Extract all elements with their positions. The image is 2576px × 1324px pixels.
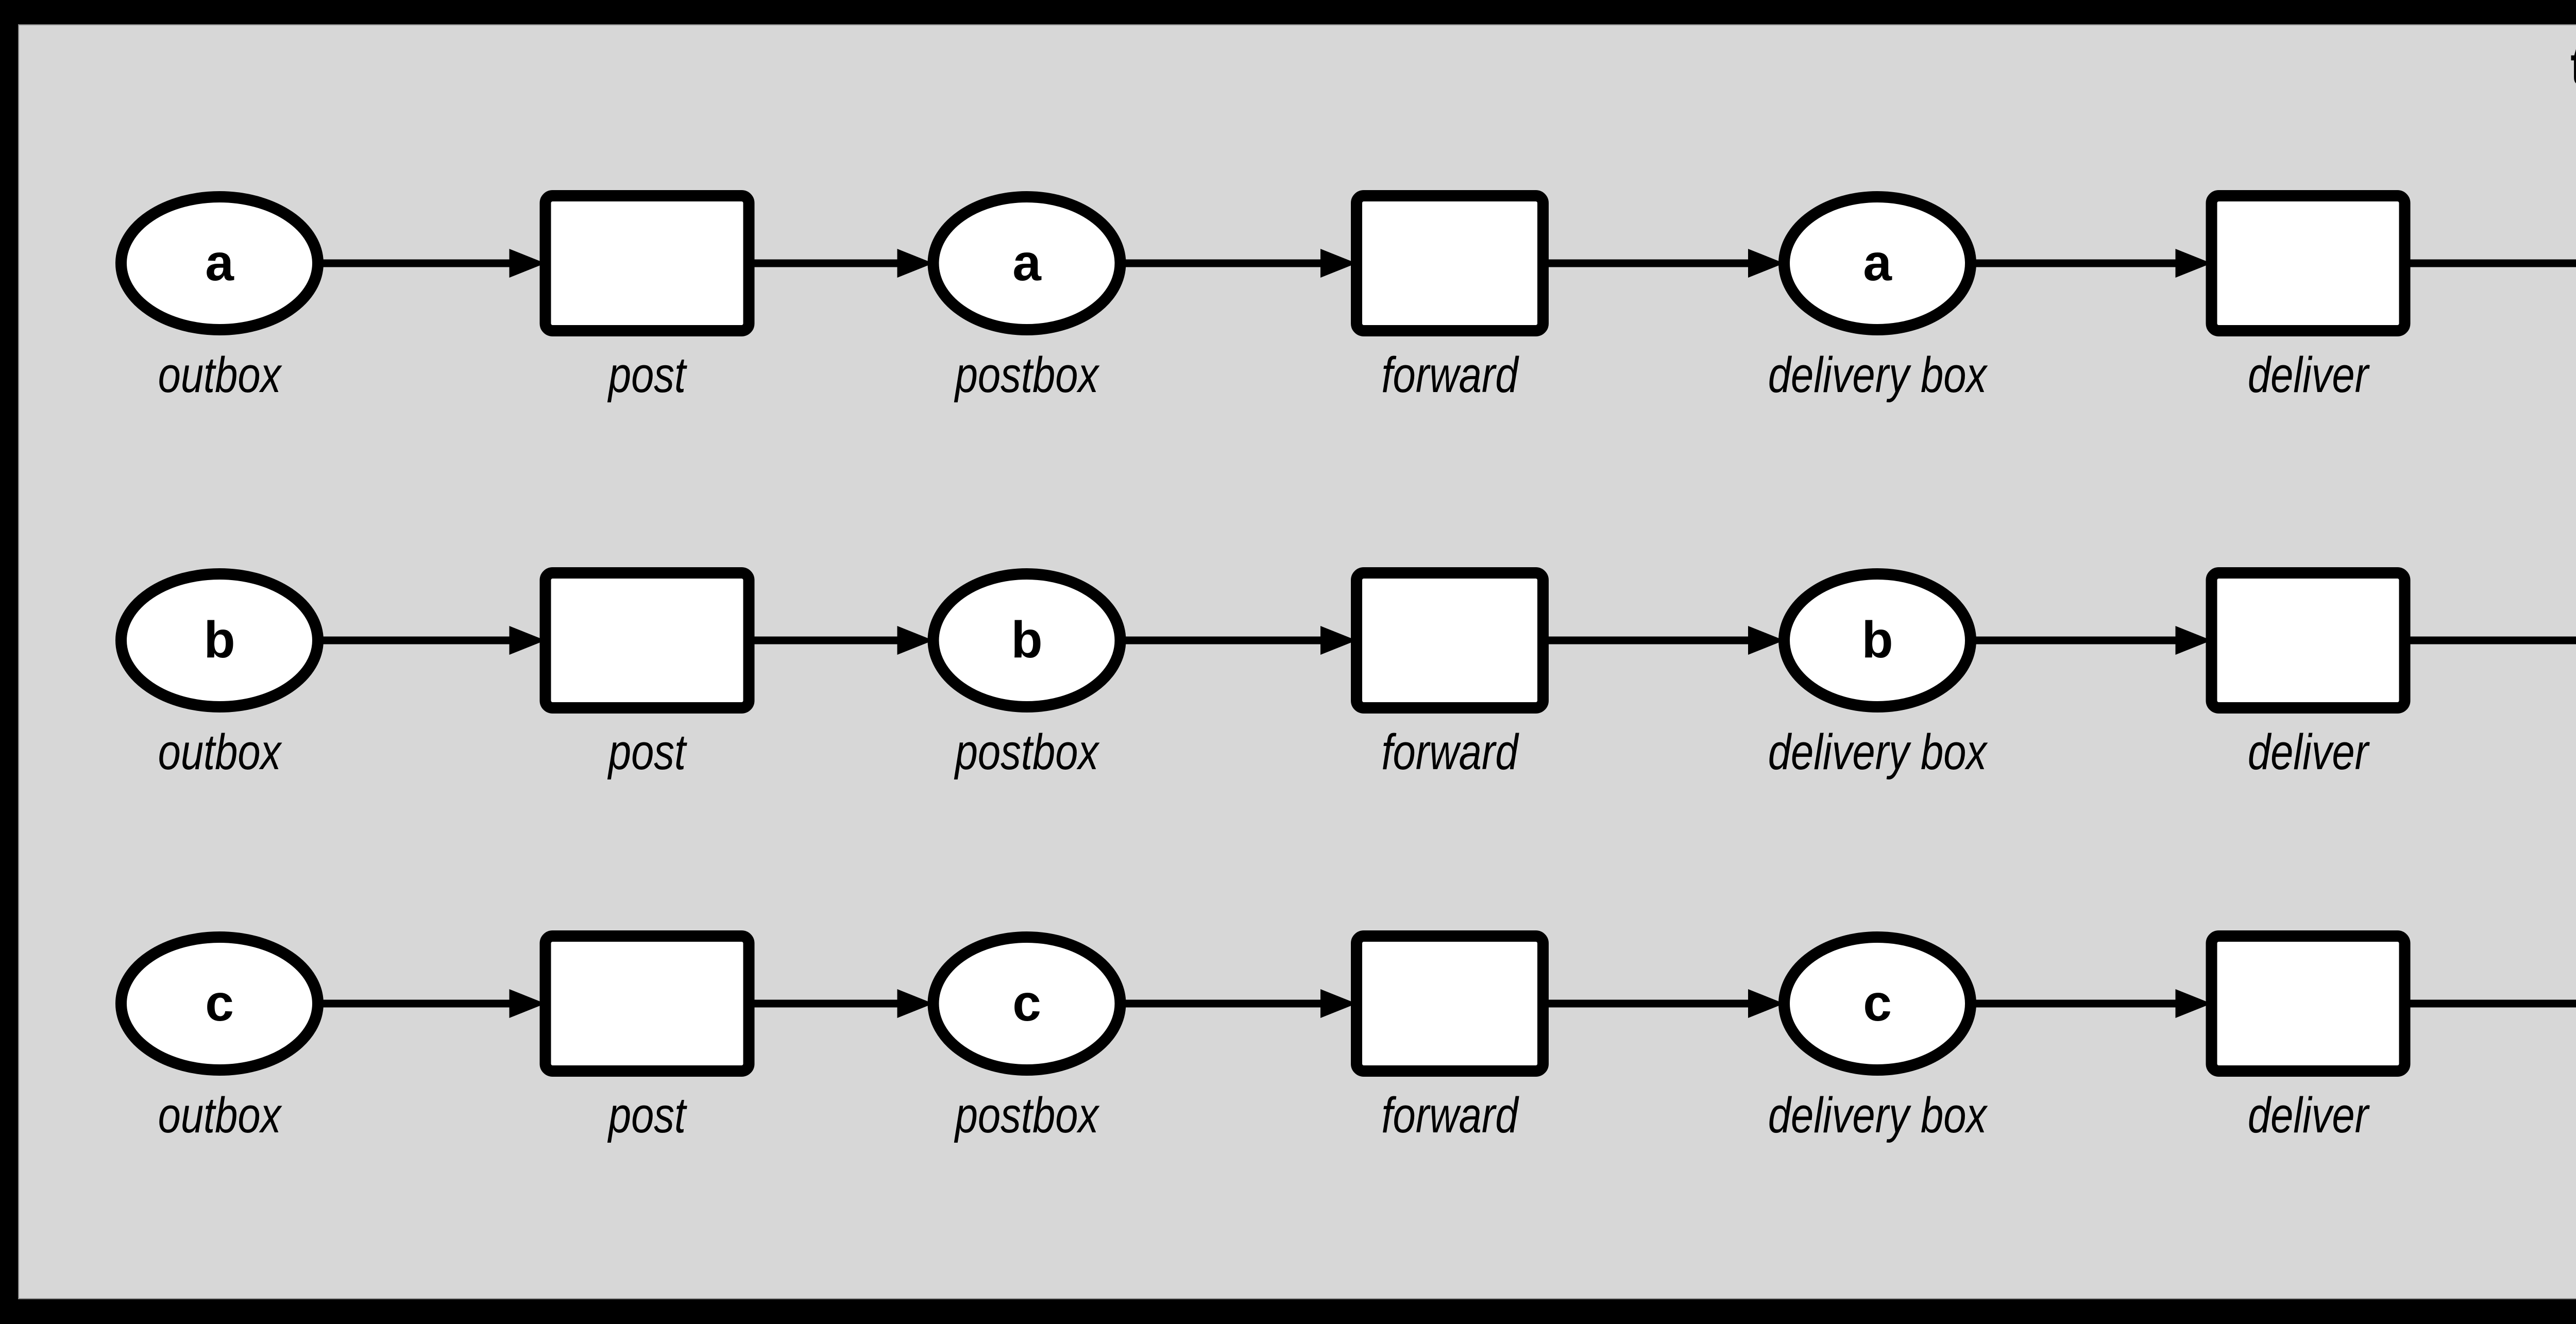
place-name-label: postbox xyxy=(954,347,1100,403)
arrow-head-icon xyxy=(1748,989,1784,1018)
arrow xyxy=(2404,636,2576,644)
arrow xyxy=(749,626,934,655)
run-row-c: c outbox post c postbox forward c delivery box d… xyxy=(115,930,2576,1143)
place-name-label: outbox xyxy=(158,724,283,780)
place-name-label: delivery box xyxy=(1768,724,1988,780)
arrow xyxy=(1120,626,1357,655)
arrow xyxy=(1120,989,1357,1018)
arrow xyxy=(749,989,934,1018)
transition-node-forward xyxy=(1351,190,1549,336)
arrow xyxy=(1971,249,2212,278)
token-label: a xyxy=(1863,234,1892,292)
arrow xyxy=(2404,999,2576,1008)
arrow-head-icon xyxy=(509,249,546,278)
transition-node-forward xyxy=(1351,567,1549,714)
token-label: b xyxy=(1861,611,1893,669)
transition-node-forward xyxy=(1351,930,1549,1077)
token-label: b xyxy=(1011,611,1042,669)
transition-name-label: deliver xyxy=(2248,347,2370,403)
token-label: a xyxy=(1012,234,1042,292)
transition-node-post xyxy=(539,567,755,714)
diagram-panel xyxy=(18,24,2576,1299)
arrow xyxy=(1971,626,2212,655)
transition-name-label: forward xyxy=(1381,1087,1519,1143)
place-name-label: outbox xyxy=(158,347,283,403)
arrow-head-icon xyxy=(2175,989,2212,1018)
transition-node-deliver xyxy=(2206,190,2411,336)
arrow-head-icon xyxy=(2175,626,2212,655)
arrow-head-icon xyxy=(1320,249,1357,278)
place-name-label: postbox xyxy=(954,724,1100,780)
token-label: b xyxy=(204,611,235,669)
arrow xyxy=(318,989,546,1018)
token-label: c xyxy=(1012,974,1041,1032)
token-label: c xyxy=(205,974,234,1032)
arrow xyxy=(2404,259,2576,267)
arrow xyxy=(1543,249,1784,278)
arrow-head-icon xyxy=(1320,989,1357,1018)
transition-name-label: deliver xyxy=(2248,724,2370,780)
arrow xyxy=(1543,989,1784,1018)
arrow-head-icon xyxy=(1748,249,1784,278)
transition-name-label: deliver xyxy=(2248,1087,2370,1143)
run-row-a: a outbox post a postbox forward a delivery box d… xyxy=(115,190,2576,403)
arrow xyxy=(1971,989,2212,1018)
transition-name-label: post xyxy=(607,1087,687,1143)
place-name-label: postbox xyxy=(954,1087,1100,1143)
diagram-title: the run of S0 xyxy=(2571,35,2576,97)
run-row-b: b outbox post b postbox forward b delivery box d… xyxy=(115,567,2576,780)
arrow-head-icon xyxy=(1748,626,1784,655)
arrow-head-icon xyxy=(897,249,934,278)
transition-name-label: post xyxy=(607,347,687,403)
arrow-head-icon xyxy=(897,989,934,1018)
place-name-label: delivery box xyxy=(1768,347,1988,403)
arrow-head-icon xyxy=(2175,249,2212,278)
transition-node-post xyxy=(539,930,755,1077)
arrow-head-icon xyxy=(509,626,546,655)
arrow xyxy=(1543,626,1784,655)
place-name-label: outbox xyxy=(158,1087,283,1143)
transition-node-post xyxy=(539,190,755,336)
arrow xyxy=(1120,249,1357,278)
place-name-label: delivery box xyxy=(1768,1087,1988,1143)
transition-node-deliver xyxy=(2206,930,2411,1077)
arrow xyxy=(318,249,546,278)
transition-name-label: forward xyxy=(1381,724,1519,780)
token-label: a xyxy=(205,234,234,292)
arrow-head-icon xyxy=(897,626,934,655)
transition-name-label: forward xyxy=(1381,347,1519,403)
arrow xyxy=(318,626,546,655)
token-label: c xyxy=(1863,974,1892,1032)
arrow xyxy=(749,249,934,278)
arrow-head-icon xyxy=(509,989,546,1018)
transition-name-label: post xyxy=(607,724,687,780)
transition-node-deliver xyxy=(2206,567,2411,714)
arrow-head-icon xyxy=(1320,626,1357,655)
